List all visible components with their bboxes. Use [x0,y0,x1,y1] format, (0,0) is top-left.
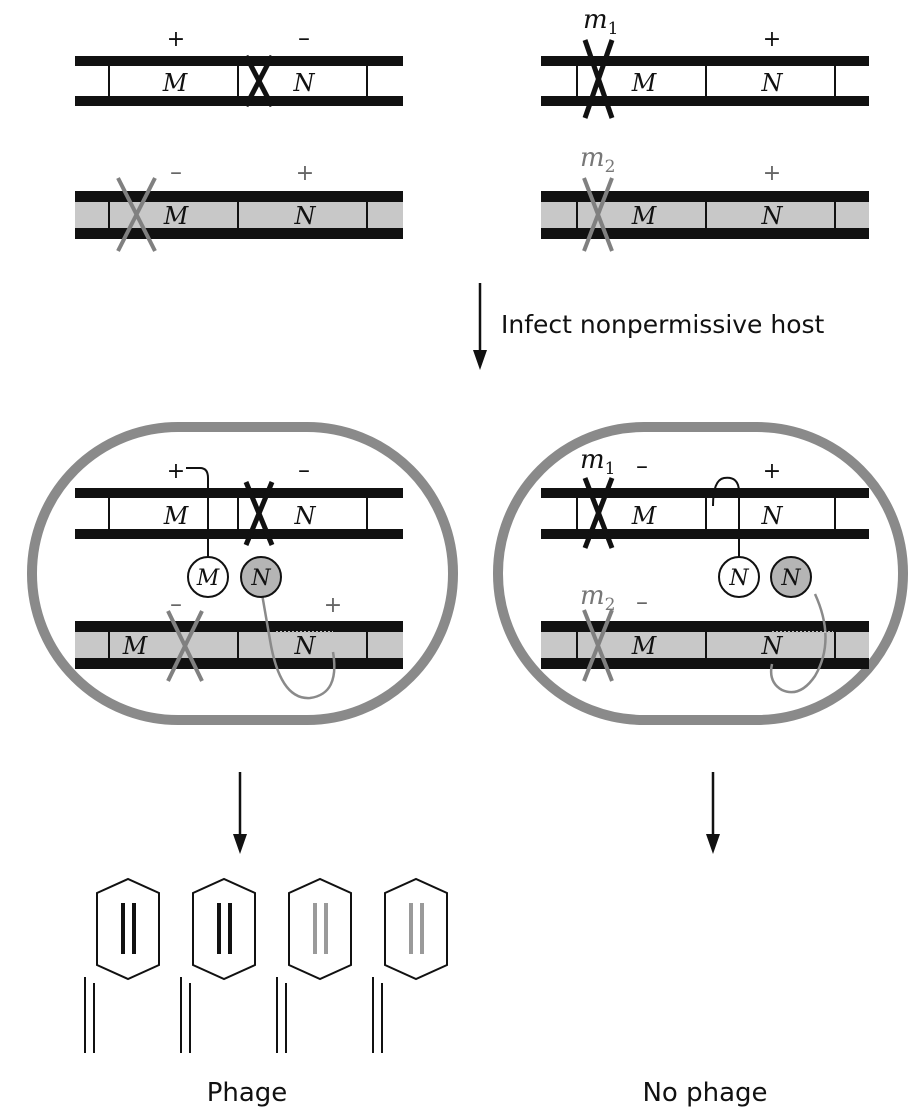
top-right-upper-dna: M N m1 + [541,5,869,119]
phage-particle [372,877,448,1053]
expression-line-n [260,593,336,700]
step-label: Infect nonpermissive host [501,310,825,339]
mutation-x-mark [116,177,157,252]
mutant-label-m1: m1 [583,5,618,39]
infect-arrow [473,283,487,370]
protein-n-white: N [718,556,760,598]
cell-left-lower-dna: M N – + [75,590,403,682]
mutation-x-mark [582,39,615,119]
mutation-x-mark [243,54,275,108]
protein-label: N [780,566,801,591]
protein-n-gray: N [770,556,812,598]
gene-label-m: M [162,69,189,97]
gene-label-n: N [761,502,784,530]
plus-sign: + [167,27,185,52]
gene-label-m: M [163,502,190,530]
gene-label-n: N [294,632,317,660]
mutant-subscript: 1 [605,459,616,479]
plus-sign: + [763,161,781,186]
minus-sign: – [298,24,310,52]
plus-sign: + [324,593,342,618]
mutant-subscript: 2 [605,595,616,615]
minus-sign: – [636,452,648,480]
cell-right-lower-dna: M N m2 – [541,581,869,682]
protein-label: M [196,566,220,591]
cell-wall [493,422,908,725]
top-right-chromosome-pair: M N m1 + M N m2 + [541,5,869,252]
mutation-x-mark [166,610,204,682]
minus-sign: – [170,158,182,186]
right-host-cell: M N m1 – + M N m2 – [493,422,908,725]
protein-label: N [728,566,749,591]
mutation-x-mark [582,609,614,682]
cell-right-upper-dna: M N m1 – + [541,445,869,549]
result-label-no-phage: No phage [642,1078,767,1108]
outcome-arrow-left [233,772,247,854]
cell-wall [27,422,458,725]
gene-label-m: M [631,69,658,97]
plus-sign: + [763,459,781,484]
gene-label-m: M [631,632,658,660]
mutant-subscript: 1 [608,19,619,39]
plus-sign: + [296,161,314,186]
mutant-letter: m [580,445,605,475]
gene-label-n: N [293,69,316,97]
minus-sign: – [298,456,310,484]
mutant-letter: m [583,5,608,35]
cell-left-upper-dna: M N + – [75,456,403,546]
minus-sign: – [636,588,648,616]
protein-n: N [240,556,282,598]
protein-m: M [187,556,229,598]
mutant-label-m2: m2 [580,581,615,615]
phage-particle [180,877,256,1053]
plus-sign: + [763,27,781,52]
mutant-subscript: 2 [605,157,616,177]
gene-label-n: N [294,502,317,530]
mutation-x-mark [582,477,615,549]
protein-label: N [250,566,271,591]
gene-label-m: M [122,632,149,660]
gene-label-m: M [631,202,658,230]
gene-label-n: N [761,632,784,660]
top-left-chromosome-pair: M N + – M N – + [75,24,403,252]
gene-label-n: N [761,69,784,97]
outcome-arrow-right [706,772,720,854]
phage-particle [84,877,160,1053]
phage-particle [276,877,352,1053]
plus-sign: + [167,459,185,484]
gene-label-m: M [163,202,190,230]
minus-sign: – [170,590,182,618]
result-label-phage: Phage [207,1078,288,1108]
expression-line-m [186,467,209,557]
top-left-lower-dna: M N – + [75,158,403,252]
mutation-x-mark [582,177,614,252]
top-right-lower-dna: M N m2 + [541,143,869,252]
gene-label-m: M [631,502,658,530]
left-host-cell: M N + – M N – + M [27,422,458,725]
mutant-label-m1: m1 [580,445,615,479]
mutant-letter: m [580,581,605,611]
mutant-label-m2: m2 [580,143,615,177]
gene-label-n: N [761,202,784,230]
mutation-x-mark [243,481,275,546]
gene-label-n: N [294,202,317,230]
mutant-letter: m [580,143,605,173]
expression-line-n-upper [712,476,740,557]
top-left-upper-dna: M N + – [75,24,403,108]
